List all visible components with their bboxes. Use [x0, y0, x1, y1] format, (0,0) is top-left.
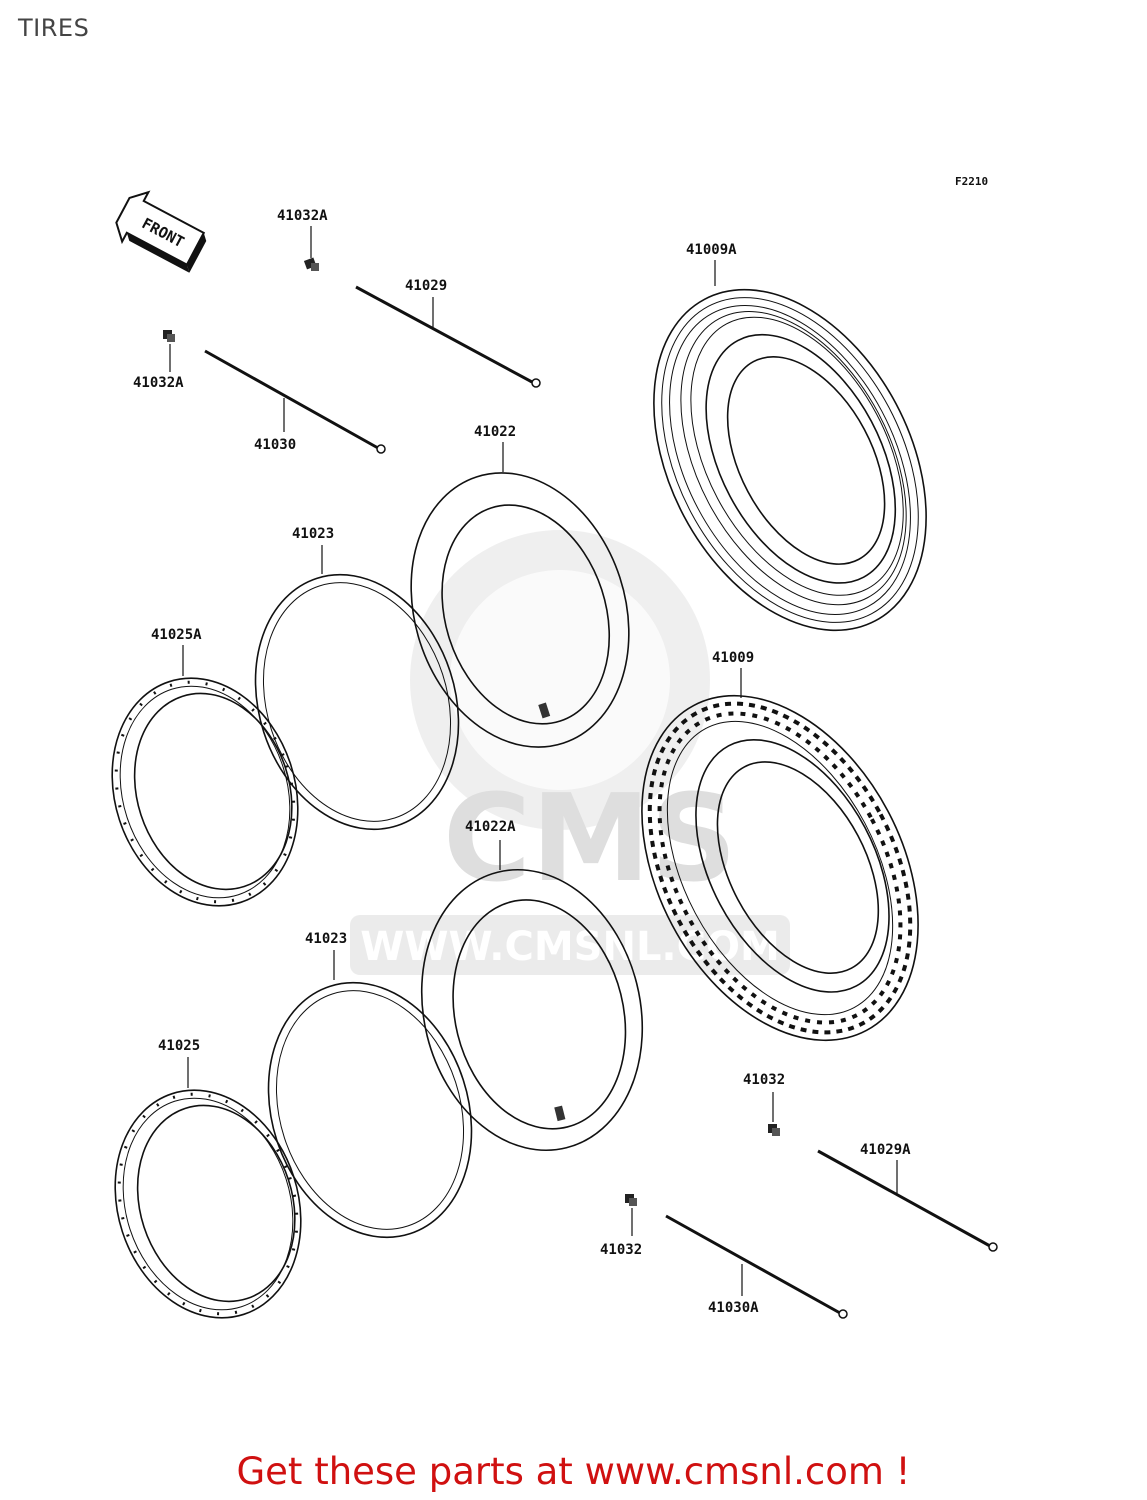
callout-41009A: 41009A	[686, 242, 737, 258]
callout-41032-lower: 41032	[600, 1242, 642, 1258]
callout-41029A: 41029A	[860, 1142, 911, 1158]
callout-41023-lower: 41023	[305, 931, 347, 947]
front-arrow-icon: FRONT	[115, 190, 207, 273]
callout-41023-upper: 41023	[292, 526, 334, 542]
callout-41032-right: 41032	[743, 1072, 785, 1088]
callout-41025A: 41025A	[151, 627, 202, 643]
callout-41022: 41022	[474, 424, 516, 440]
spoke-41029A	[817, 1149, 998, 1252]
tube-41022	[410, 472, 630, 748]
spoke-41030A	[665, 1214, 848, 1319]
callout-41009: 41009	[712, 650, 754, 666]
rim-41025	[114, 1089, 302, 1319]
watermark: CMS WWW.CMSNL.COM	[350, 530, 790, 975]
rim-41025A	[111, 677, 299, 907]
watermark-url-text: WWW.CMSNL.COM	[360, 924, 780, 970]
rim-band-41023-upper	[254, 573, 460, 831]
callout-41030A: 41030A	[708, 1300, 759, 1316]
spoke-41029	[355, 285, 541, 388]
watermark-logo-text: CMS	[443, 770, 737, 909]
callout-41032A-left: 41032A	[133, 375, 184, 391]
nipple-41032A-left	[163, 330, 175, 372]
tire-41009A	[653, 288, 927, 632]
callout-41032A-top: 41032A	[277, 208, 328, 224]
callout-41025: 41025	[158, 1038, 200, 1054]
figure-code: F2210	[955, 175, 988, 188]
footer-link[interactable]: Get these parts at www.cmsnl.com !	[236, 1450, 911, 1493]
callout-41029: 41029	[405, 278, 447, 294]
spoke-41030	[204, 349, 386, 454]
parts-diagram: CMS WWW.CMSNL.COM F2210 FRONT	[111, 175, 998, 1319]
nipple-41032-lower	[625, 1194, 637, 1236]
callout-41022A: 41022A	[465, 819, 516, 835]
callout-41030: 41030	[254, 437, 296, 453]
nipple-41032A-top	[303, 226, 319, 271]
nipple-41032-right	[768, 1092, 780, 1136]
rim-band-41023-lower	[267, 981, 473, 1239]
page-title: TIRES	[18, 14, 90, 42]
